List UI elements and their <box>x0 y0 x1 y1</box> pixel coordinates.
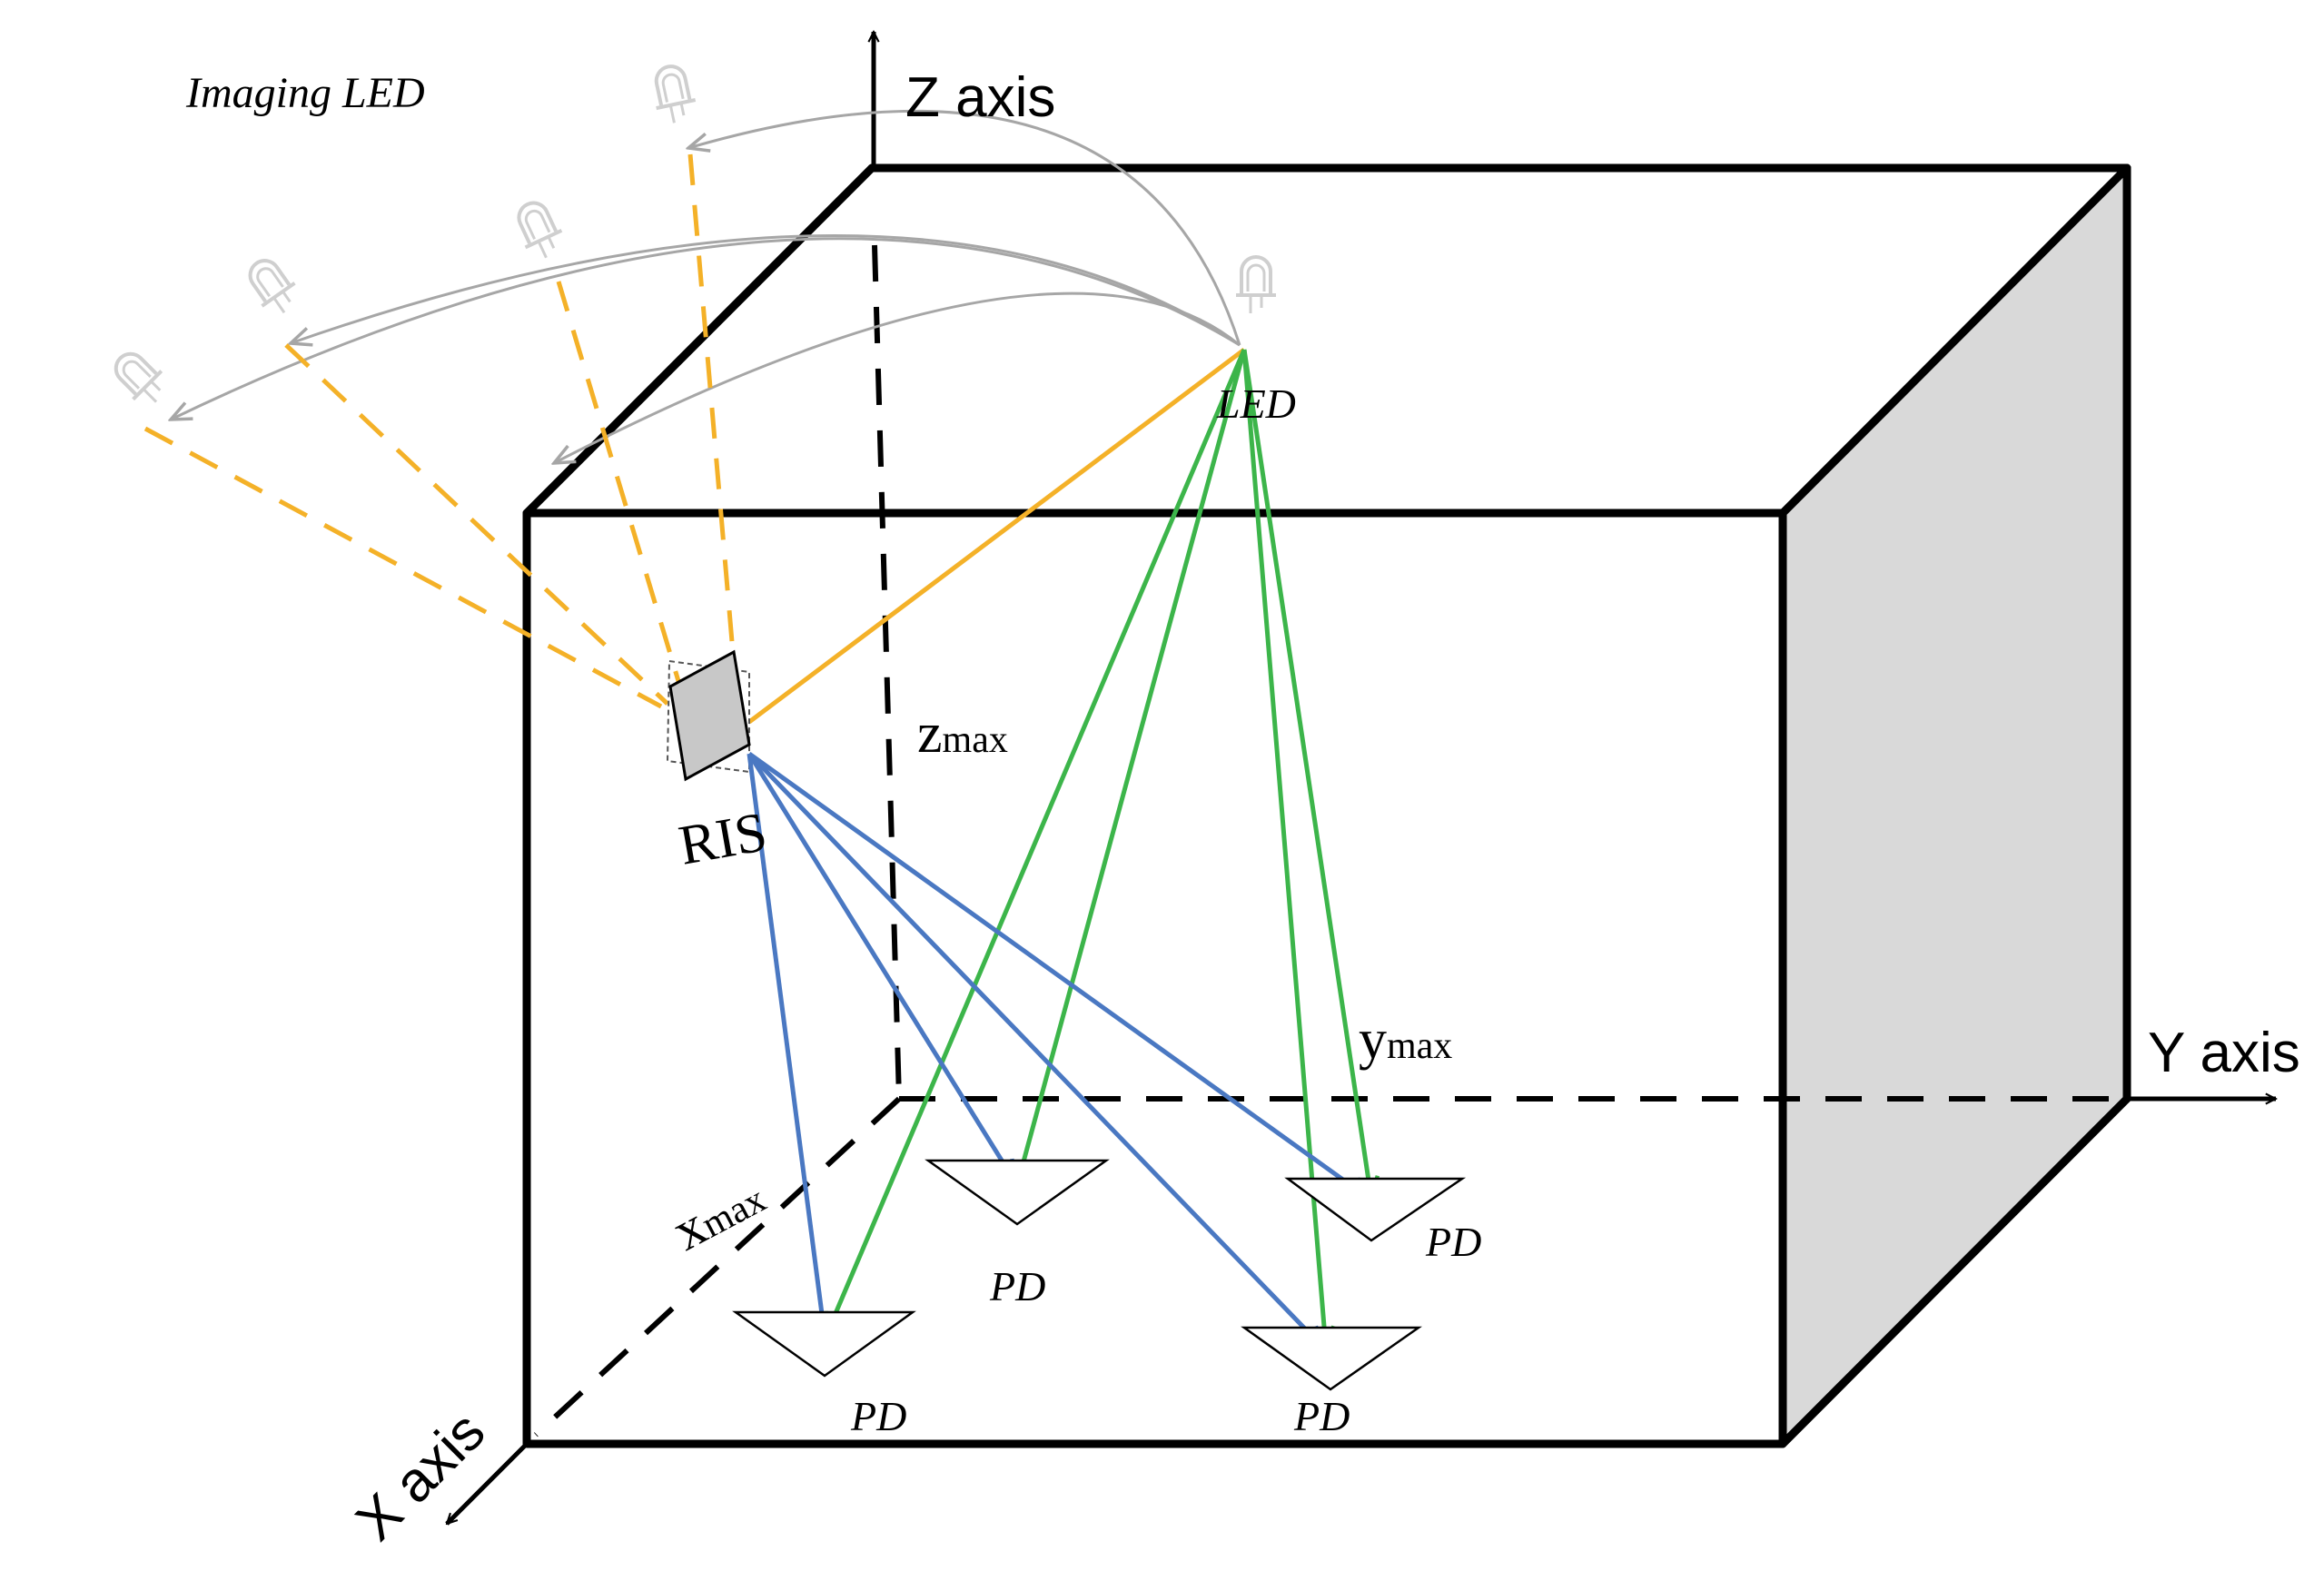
front-face <box>522 509 1787 1448</box>
room-edges <box>522 163 2131 1448</box>
pd-label: PD <box>989 1263 1045 1309</box>
ris-panel <box>666 649 751 782</box>
imaging-rays <box>143 153 737 709</box>
green-ray <box>1241 349 1371 1199</box>
imaging-led-icon <box>646 60 701 128</box>
pd-label: PD <box>850 1393 906 1439</box>
pd-triangle <box>1241 1326 1422 1391</box>
y-axis-label: Y axis <box>2148 1022 2300 1084</box>
imaging-ray <box>556 281 684 691</box>
axes <box>445 32 2276 1526</box>
led-to-pd-rays <box>826 349 1371 1349</box>
pd-label: PD <box>1293 1393 1350 1439</box>
bottom-right-edge <box>1778 1094 2131 1448</box>
blue-ray <box>747 751 1370 1199</box>
green-ray <box>826 349 1247 1335</box>
imaging-ray <box>687 153 737 664</box>
blue-ray <box>747 752 1015 1182</box>
hidden-x-edge <box>533 1096 902 1438</box>
pd-triangle <box>1284 1177 1467 1242</box>
x-max-label: xmax <box>663 1164 775 1263</box>
imaging-arcs <box>171 109 1241 463</box>
arc-to-imaging-led-2 <box>291 234 1241 345</box>
photodetectors <box>732 1159 1467 1391</box>
hidden-edges <box>533 244 2125 1438</box>
led-label: LED <box>1216 380 1296 427</box>
green-ray <box>1017 349 1247 1185</box>
z-max-subscript: max <box>943 719 1008 761</box>
pd-triangle <box>732 1310 916 1378</box>
imaging-led-icon <box>238 250 307 323</box>
blue-ray <box>747 753 825 1335</box>
imaging-ray <box>284 343 669 706</box>
led-to-ris-ray <box>747 348 1246 724</box>
imaging-ray <box>143 426 663 709</box>
imaging-led-icon <box>507 193 571 266</box>
arc-to-imaging-led-4 <box>688 109 1241 346</box>
top-left-edge <box>522 163 876 518</box>
y-max-label: ymax <box>1359 1009 1452 1071</box>
side-wall <box>1783 168 2127 1444</box>
y-max-subscript: max <box>1387 1025 1452 1067</box>
z-axis-label: Z axis <box>905 66 1055 129</box>
ris-label: RIS <box>675 801 772 877</box>
hidden-vertical-edge <box>872 244 902 1100</box>
imaging-led-icon <box>106 344 174 412</box>
z-max-label: zmax <box>917 703 1008 765</box>
led-icon <box>1234 255 1278 315</box>
arc-to-imaging-led-3 <box>171 237 1241 420</box>
ris-panel-front <box>668 649 751 782</box>
x-axis-line <box>445 1442 529 1526</box>
ris-to-pd-rays <box>747 751 1370 1349</box>
pd-triangle <box>925 1159 1110 1226</box>
x-axis-label: X axis <box>344 1400 497 1553</box>
z-max-base: z <box>917 703 943 765</box>
top-right-edge <box>1778 163 2131 518</box>
blue-ray <box>747 752 1324 1349</box>
pd-label: PD <box>1425 1219 1481 1265</box>
imaging-led-label: Imaging LED <box>185 69 425 117</box>
y-max-base: y <box>1359 1009 1387 1071</box>
